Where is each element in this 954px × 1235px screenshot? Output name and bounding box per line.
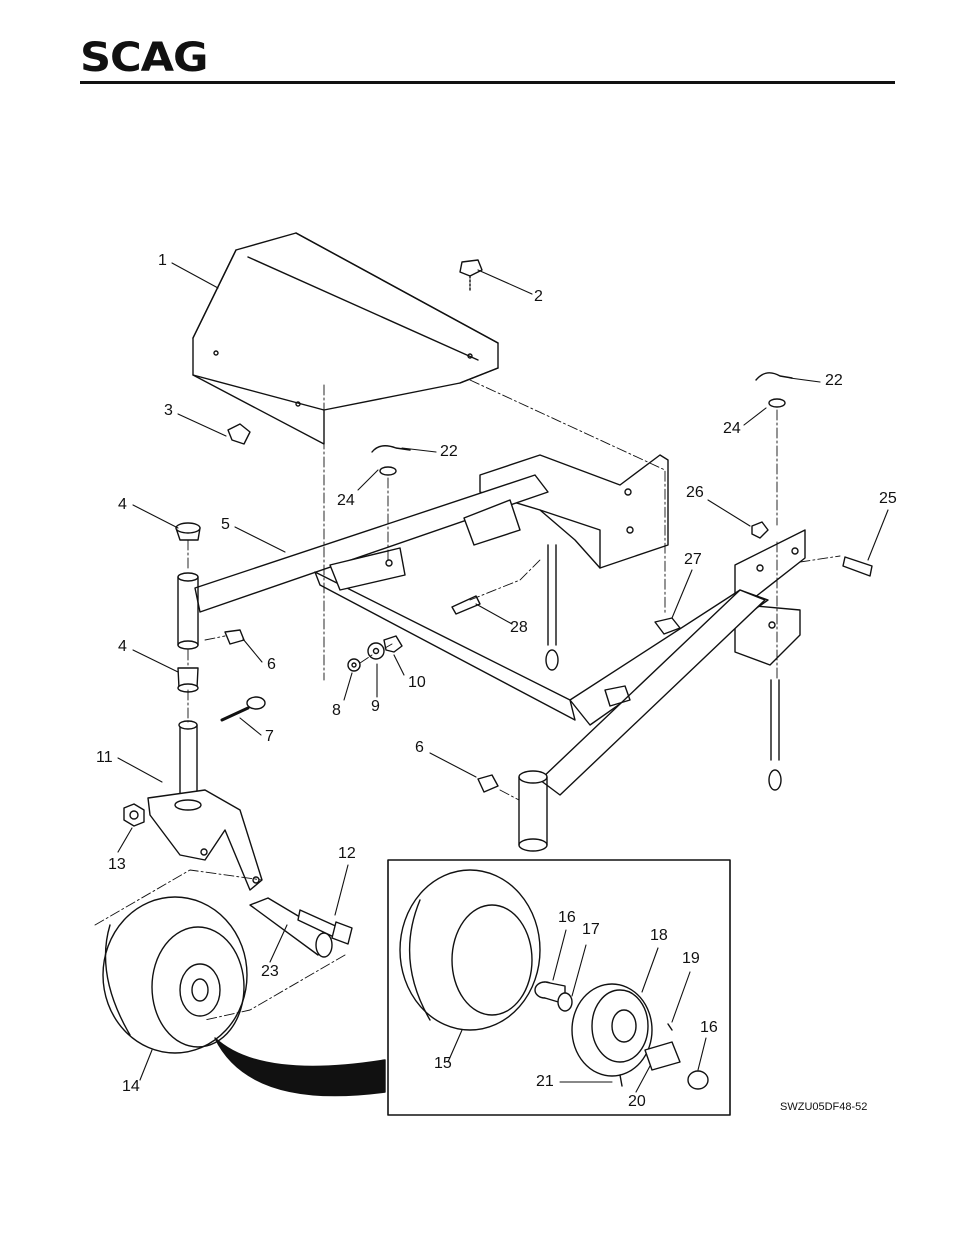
callout-23: 23 [261, 963, 279, 980]
inset-connector [214, 1037, 386, 1097]
axle-bolt [297, 909, 353, 945]
scag-logo: SCAG [80, 35, 208, 81]
callout-17: 17 [582, 921, 600, 938]
callout-25: 25 [879, 490, 897, 507]
callout-10: 10 [408, 674, 426, 691]
callout-5: 5 [221, 516, 230, 533]
height-adjust-pins [545, 544, 782, 791]
callout-3: 3 [164, 402, 173, 419]
callout-16-left: 16 [558, 909, 576, 926]
right-caster-bracket [518, 529, 806, 852]
callout-7: 7 [265, 728, 274, 745]
callout-19: 19 [682, 950, 700, 967]
callout-15: 15 [434, 1055, 452, 1072]
callout-24-left: 24 [337, 492, 355, 509]
lock-nut [123, 803, 145, 827]
callout-20: 20 [628, 1093, 646, 1110]
callout-9: 9 [371, 698, 380, 715]
callout-24-right: 24 [723, 420, 741, 437]
callout-16-right: 16 [700, 1019, 718, 1036]
left-pivot-tube [175, 522, 201, 693]
callout-11: 11 [96, 749, 113, 766]
callout-8: 8 [332, 702, 341, 719]
callout-28: 28 [510, 619, 528, 636]
callout-12: 12 [338, 845, 356, 862]
knob-fastener-side [227, 423, 251, 445]
inset-hub-parts [534, 981, 709, 1090]
wheel-assembly-left [102, 896, 248, 1054]
callout-26: 26 [686, 484, 704, 501]
callout-leaders [117, 262, 889, 1093]
callout-22-left: 22 [440, 443, 458, 460]
callout-2: 2 [534, 288, 543, 305]
alignment-lines [94, 379, 841, 1021]
callout-22-right: 22 [825, 372, 843, 389]
caster-fork [147, 720, 263, 891]
callout-18: 18 [650, 927, 668, 944]
callout-6-upper: 6 [267, 656, 276, 673]
header-rule [80, 81, 895, 84]
callout-4-upper: 4 [118, 496, 127, 513]
callout-6-lower: 6 [415, 739, 424, 756]
knob-fastener-top [459, 259, 483, 293]
callout-13: 13 [108, 856, 126, 873]
caster-arm-frame [194, 454, 669, 721]
deflector-shield [192, 232, 499, 445]
inset-tire [399, 869, 541, 1031]
callout-27: 27 [684, 551, 702, 568]
callout-21: 21 [536, 1073, 554, 1090]
callout-14: 14 [122, 1078, 140, 1095]
figure-code: SWZU05DF48-52 [780, 1101, 868, 1113]
callout-1: 1 [158, 252, 167, 269]
callout-4-lower: 4 [118, 638, 127, 655]
